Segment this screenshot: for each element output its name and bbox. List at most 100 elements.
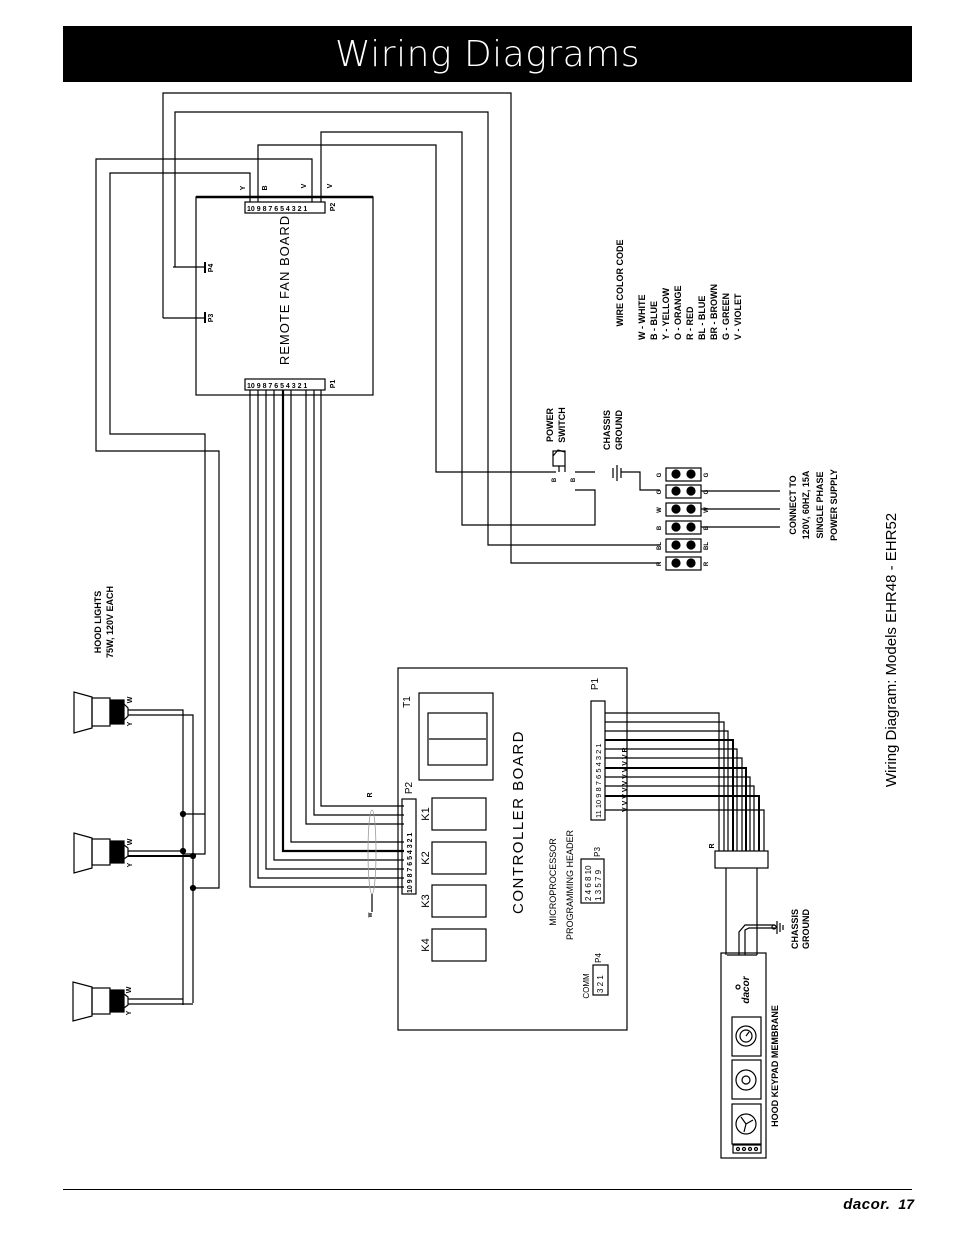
keypad-timer-button[interactable] (731, 1016, 762, 1057)
controller-board: T1 10 9 8 7 6 5 4 3 2 1 P2 K1 K2 K3 K4 C… (397, 667, 629, 1031)
micro-label-2: PROGRAMMING HEADER (565, 829, 575, 940)
keypad-fan-button[interactable] (731, 1103, 762, 1145)
relay-k2 (431, 841, 487, 875)
relay-k2-label: K2 (420, 851, 432, 864)
bundle-label-w: W (368, 912, 374, 917)
micro-label-1: MICROPROCESSOR (548, 838, 558, 926)
rfb-p1-header (244, 378, 326, 391)
svg-text:B: B (552, 477, 558, 482)
rfb-p2-pins: 10 9 8 7 6 5 4 3 2 1 (247, 206, 307, 213)
ribbon-label-r: R (709, 843, 716, 848)
svg-text:W - WHITE: W - WHITE (637, 295, 647, 341)
terminal-block (665, 467, 702, 571)
rfb-wire-y: Y (240, 185, 247, 190)
hood-keypad: CHASSIS GROUND dacor HOOD KEYPAD MEMBRAN… (720, 909, 811, 1159)
controller-board-outline (397, 667, 628, 1031)
rfb-wire-v2: V (327, 183, 334, 188)
power-ground-label-2: GROUND (614, 410, 624, 450)
relay-k4 (431, 928, 487, 962)
svg-text:G: G (704, 489, 710, 494)
power-switch-label-2: SWITCH (557, 407, 567, 443)
svg-text:G: G (657, 472, 663, 477)
rfb-p1-pins: 10 9 8 7 6 5 4 3 2 1 (247, 383, 307, 390)
rfb-wire-v1: V (301, 183, 308, 188)
svg-text:W: W (127, 838, 134, 845)
svg-text:B: B (704, 525, 710, 530)
p3-row-top: 2 4 6 8 10 (584, 865, 593, 901)
relay-k3-label: K3 (420, 894, 432, 907)
svg-text:R: R (704, 561, 710, 566)
diagram-subtitle: Wiring Diagram: Models EHR48 - EHR52 (883, 513, 900, 787)
svg-text:Y: Y (127, 862, 134, 867)
relay-k4-label: K4 (420, 938, 432, 951)
rfb-p2-header (244, 201, 326, 214)
keypad-ribbon: R (605, 712, 769, 955)
hood-lights: HOOD LIGHTS 75W, 120V EACH W Y W Y (72, 586, 205, 1022)
supply-line-4: POWER SUPPLY (829, 469, 839, 541)
controller-p1-label: P1 (590, 677, 601, 690)
controller-p2-header (401, 798, 417, 895)
rfb-p2-label: P2 (330, 203, 337, 212)
controller-p4-header (592, 964, 609, 996)
controller-p4-label: P4 (594, 953, 603, 963)
power-ground-label-1: CHASSIS (602, 410, 612, 450)
p4-pins: 3 2 1 (596, 975, 605, 993)
comm-label: COMM (582, 973, 591, 999)
power-switch[interactable] (552, 449, 566, 472)
power-section: POWER SWITCH B B CHASSIS GROUND (545, 407, 839, 571)
hood-lights-label-2: 75W, 120V EACH (105, 586, 115, 658)
hood-light-1: W Y (73, 691, 194, 1005)
svg-text:V - VIOLET: V - VIOLET (733, 293, 743, 340)
svg-text:Y: Y (127, 721, 134, 726)
svg-text:G: G (704, 472, 710, 477)
svg-text:Y - YELLOW: Y - YELLOW (661, 287, 671, 340)
rfb-wire-b: B (262, 185, 269, 190)
keypad-light-button[interactable] (731, 1059, 762, 1100)
relay-k1-label: K1 (420, 807, 432, 820)
p3-row-bottom: 1 3 5 7 9 (594, 869, 603, 901)
svg-text:W: W (657, 507, 663, 513)
keypad-ground-label-2: GROUND (801, 909, 811, 949)
rfb-p1-label: P1 (330, 380, 337, 389)
svg-text:BL - BLUE: BL - BLUE (697, 296, 707, 340)
svg-text:B - BLUE: B - BLUE (649, 301, 659, 340)
dacor-logo: dacor. (843, 1196, 891, 1213)
keypad-label: HOOD KEYPAD MEMBRANE (770, 1005, 780, 1127)
wire-color-code-title: WIRE COLOR CODE (615, 240, 625, 327)
rfb-p3-label: P3 (208, 314, 215, 323)
controller-p1-pins: 11 10 9 8 7 6 5 4 3 2 1 (594, 743, 603, 818)
hood-lights-label-1: HOOD LIGHTS (93, 591, 103, 654)
svg-text:Y: Y (126, 1010, 133, 1015)
page-title: Wiring Diagrams (334, 33, 641, 75)
rfb-p4-label: P4 (208, 264, 215, 273)
svg-text:W: W (704, 507, 710, 513)
remote-fan-board-label: REMOTE FAN BOARD (277, 215, 292, 365)
svg-text:B: B (657, 525, 663, 530)
hood-light-3: W Y (72, 981, 193, 1022)
relay-k3 (431, 884, 487, 918)
top-wiring (95, 92, 660, 889)
keypad-body (720, 952, 767, 1159)
controller-p3-label: P3 (593, 847, 602, 857)
page-title-bar: Wiring Diagrams (63, 26, 912, 82)
controller-p1-header (590, 700, 606, 821)
supply-line-3: SINGLE PHASE (815, 471, 825, 538)
ribbon-connector (714, 850, 769, 869)
supply-line-1: CONNECT TO (788, 475, 798, 534)
svg-text:O - ORANGE: O - ORANGE (673, 285, 683, 340)
controller-p2-label: P2 (404, 781, 415, 794)
relay-k1 (431, 797, 487, 831)
supply-line-2: 120V, 60HZ, 15A (801, 470, 811, 539)
controller-p1-wire-labels: V V V V V V V V V R (622, 747, 629, 812)
fan-to-controller-wiring: R W (249, 390, 404, 917)
footer-rule (63, 1189, 912, 1190)
bundle-label-r: R (367, 792, 374, 797)
svg-text:BL: BL (704, 542, 710, 550)
t1-label: T1 (402, 696, 413, 708)
footer: dacor. 17 (843, 1196, 914, 1213)
svg-text:G - GREEN: G - GREEN (721, 293, 731, 340)
transformer-t1 (418, 692, 494, 781)
svg-text:B: B (571, 477, 577, 482)
wire-color-code: WIRE COLOR CODE W - WHITE B - BLUE Y - Y… (615, 240, 743, 341)
